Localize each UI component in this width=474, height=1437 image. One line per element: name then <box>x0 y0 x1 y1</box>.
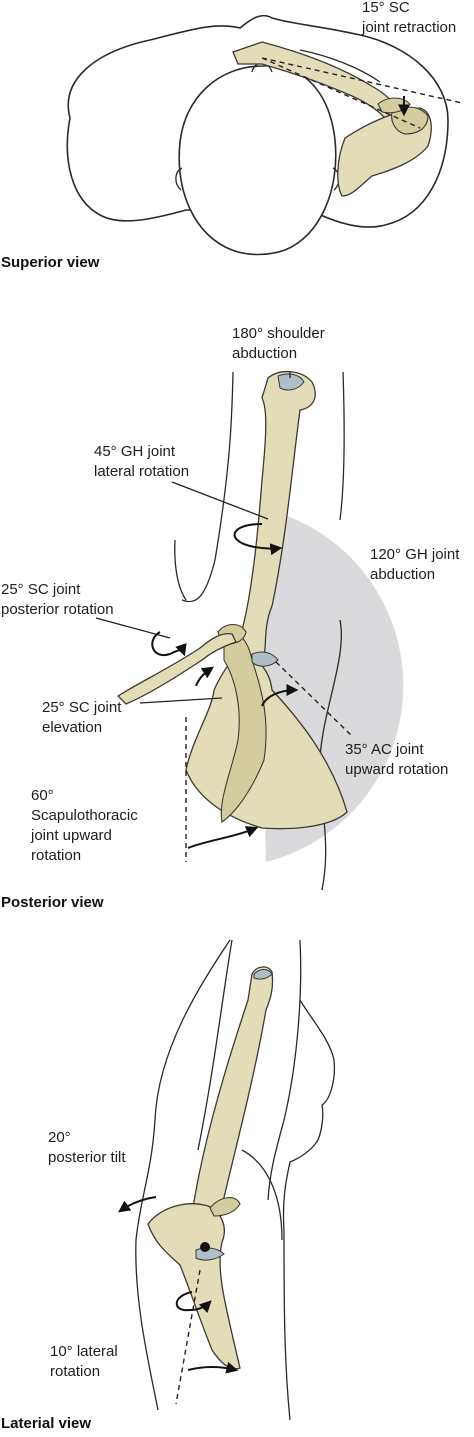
label-lateral-rotation: 10° lateral rotation <box>50 1343 118 1380</box>
posterior-gh-rotation-arrow <box>233 523 283 556</box>
superior-reference-line <box>261 57 463 104</box>
lateral-body-outline <box>241 1149 283 1241</box>
lateral-arm-outline-left <box>197 939 233 1151</box>
lateral-rotation-arrow-lower <box>187 1361 239 1374</box>
label-sc-joint-retraction: 15° SC joint retraction <box>362 0 457 36</box>
lateral-tilt-arrow <box>118 1196 157 1213</box>
lateral-humeral-head <box>253 969 273 980</box>
lateral-dashed-axis <box>175 1269 201 1405</box>
posterior-sc-rotation-arrow <box>151 631 187 657</box>
caption-superior-view: Superior view <box>1 254 100 271</box>
lateral-humerus <box>187 966 274 1247</box>
caption-posterior-view: Posterior view <box>1 894 104 911</box>
lateral-scapula <box>147 1203 241 1370</box>
label-ac-upward-rotation: 35° AC joint upward rotation <box>345 741 449 778</box>
superior-trapezius-line <box>299 49 381 83</box>
label-posterior-tilt: 20° posterior tilt <box>48 1129 126 1166</box>
lateral-arm-outline-right <box>267 939 302 1201</box>
superior-head-outline <box>178 64 337 256</box>
posterior-lateral-rotation-leader <box>171 481 269 520</box>
label-shoulder-abduction: 180° shoulder abduction <box>232 325 325 362</box>
caption-lateral-view: Laterial view <box>1 1415 92 1432</box>
lateral-rotation-axis-dot <box>200 1242 210 1252</box>
superior-view-illustration <box>66 14 463 256</box>
label-gh-abduction: 120° GH joint abduction <box>370 546 460 583</box>
posterior-arm-outline-left <box>181 371 234 603</box>
lateral-coracoid <box>209 1197 241 1217</box>
posterior-view-illustration <box>95 371 404 891</box>
posterior-humeral-head <box>277 373 305 391</box>
lateral-view-illustration <box>118 939 336 1421</box>
posterior-elevation-arrow <box>195 666 214 687</box>
lateral-trunk-outline-left <box>135 939 231 1411</box>
superior-clavicle-axis <box>261 57 421 129</box>
label-scapulothoracic-upward-rotation: 60° Scapulothoracic joint upward rotatio… <box>31 787 138 864</box>
posterior-glenoid <box>251 651 279 667</box>
superior-ear-left <box>175 167 183 191</box>
lateral-head-profile <box>282 999 336 1421</box>
posterior-arm-inner-line <box>174 539 187 601</box>
posterior-posterior-rotation-leader <box>95 617 171 639</box>
label-gh-lateral-rotation: 45° GH joint lateral rotation <box>94 443 190 480</box>
label-sc-posterior-rotation: 25° SC joint posterior rotation <box>1 581 114 618</box>
posterior-humerus <box>235 371 316 665</box>
posterior-ac-rotation-arrow <box>261 684 299 707</box>
lateral-rotation-arrow <box>175 1291 212 1314</box>
posterior-sc-elevation-line <box>139 697 223 704</box>
posterior-clavicle <box>116 632 237 705</box>
label-sc-elevation: 25° SC joint elevation <box>42 699 122 736</box>
posterior-scapulothoracic-arrow <box>187 826 259 849</box>
posterior-arm-outline-right <box>339 371 345 521</box>
